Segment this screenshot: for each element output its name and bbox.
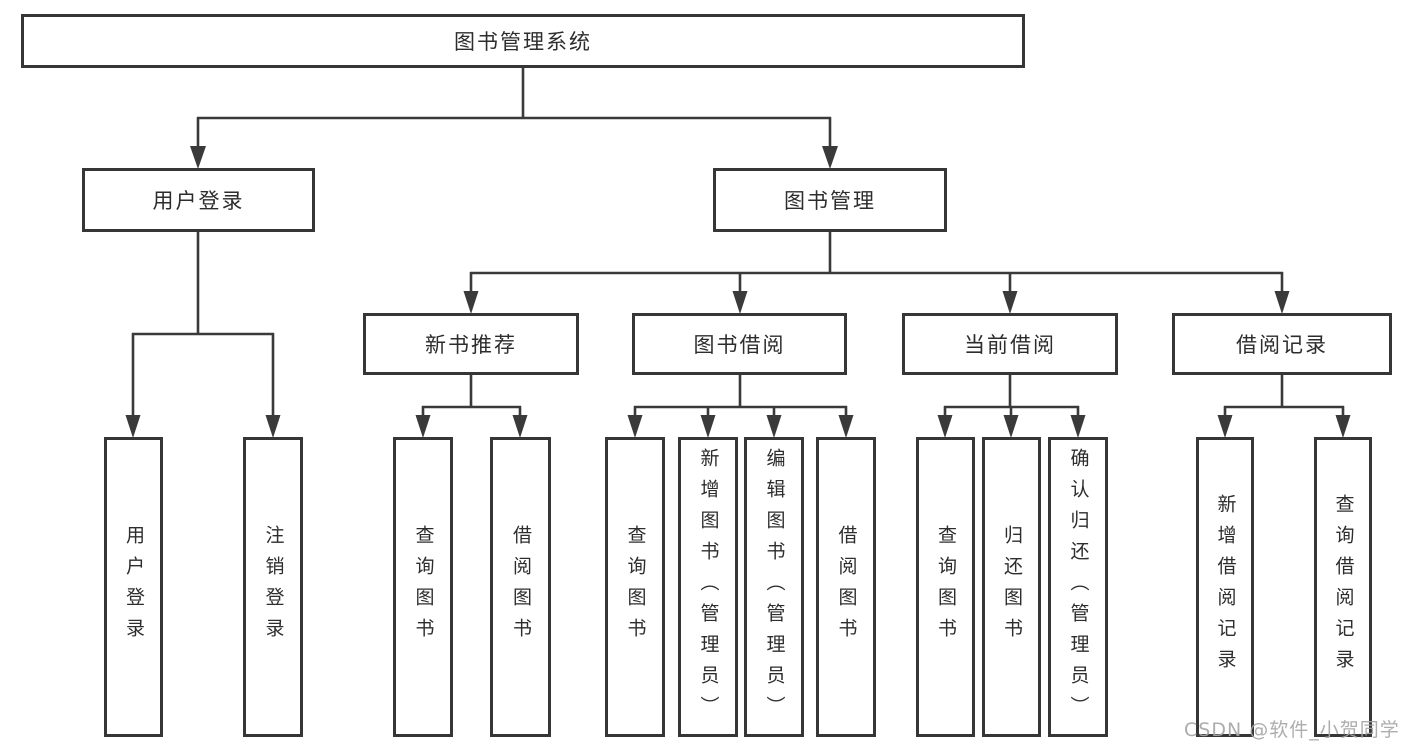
- node-root-label: 图书管理系统: [454, 30, 592, 54]
- leaf-edit-book-admin: 编辑图书（管理员）: [744, 437, 804, 737]
- arrowhead: [766, 415, 782, 438]
- arrowhead: [1002, 291, 1018, 314]
- leaf-query-book-3-label: 查询图书: [935, 525, 957, 649]
- node-book-borrow-label: 图书借阅: [693, 333, 786, 357]
- leaf-user-login: 用户登录: [104, 437, 163, 737]
- leaf-borrow-book-2-label: 借阅图书: [835, 525, 858, 649]
- leaf-borrow-book-2: 借阅图书: [816, 437, 876, 737]
- arrowhead: [125, 415, 141, 438]
- arrowhead: [265, 415, 281, 438]
- node-user-login-label: 用户登录: [152, 189, 245, 213]
- leaf-query-book-2-label: 查询图书: [624, 525, 647, 649]
- leaf-confirm-return-admin: 确认归还（管理员）: [1048, 437, 1108, 737]
- arrowhead: [1335, 415, 1351, 438]
- arrowhead: [627, 415, 643, 438]
- leaf-query-borrow-record-label: 查询借阅记录: [1332, 494, 1355, 680]
- leaf-query-book-3: 查询图书: [916, 437, 975, 737]
- csdn-watermark: CSDN @软件_小贺同学: [1184, 719, 1400, 741]
- leaf-add-book-admin: 新增图书（管理员）: [678, 437, 738, 737]
- arrowhead: [822, 146, 838, 169]
- arrowhead: [732, 291, 748, 314]
- leaf-logout: 注销登录: [243, 437, 303, 737]
- node-user-login: 用户登录: [82, 168, 315, 232]
- node-book-borrow: 图书借阅: [632, 313, 847, 375]
- arrowhead: [700, 415, 716, 438]
- leaf-return-book: 归还图书: [982, 437, 1041, 737]
- arrowhead: [512, 415, 528, 438]
- arrowhead: [1274, 291, 1290, 314]
- node-new-book-recommend: 新书推荐: [363, 313, 579, 375]
- leaf-query-book-2: 查询图书: [605, 437, 665, 737]
- leaf-add-borrow-record-label: 新增借阅记录: [1214, 494, 1237, 680]
- node-root-system: 图书管理系统: [21, 14, 1025, 68]
- arrowhead: [415, 415, 431, 438]
- arrowhead: [1003, 415, 1019, 438]
- node-book-management: 图书管理: [713, 168, 947, 232]
- node-borrow-record-label: 借阅记录: [1236, 333, 1328, 357]
- leaf-query-book-1: 查询图书: [393, 437, 453, 737]
- leaf-query-borrow-record: 查询借阅记录: [1314, 437, 1372, 737]
- node-new-book-recommend-label: 新书推荐: [425, 333, 517, 357]
- arrowhead: [190, 146, 206, 169]
- arrowhead: [937, 415, 953, 438]
- node-book-management-label: 图书管理: [784, 189, 876, 213]
- leaf-borrow-book-1: 借阅图书: [490, 437, 551, 737]
- arrowhead: [1217, 415, 1233, 438]
- arrowhead: [838, 415, 854, 438]
- arrowhead: [1070, 415, 1086, 438]
- leaf-return-book-label: 归还图书: [1001, 525, 1023, 649]
- leaf-user-login-label: 用户登录: [123, 525, 145, 649]
- leaf-borrow-book-1-label: 借阅图书: [510, 525, 532, 649]
- leaf-add-book-admin-label: 新增图书（管理员）: [697, 447, 720, 727]
- leaf-query-book-1-label: 查询图书: [412, 525, 435, 649]
- node-current-borrow: 当前借阅: [902, 313, 1118, 375]
- leaf-add-borrow-record: 新增借阅记录: [1196, 437, 1254, 737]
- node-borrow-record: 借阅记录: [1172, 313, 1392, 375]
- leaf-confirm-return-admin-label: 确认归还（管理员）: [1067, 447, 1090, 727]
- leaf-edit-book-admin-label: 编辑图书（管理员）: [763, 447, 786, 727]
- leaf-logout-label: 注销登录: [262, 525, 285, 649]
- arrowhead: [463, 291, 479, 314]
- node-current-borrow-label: 当前借阅: [964, 333, 1056, 357]
